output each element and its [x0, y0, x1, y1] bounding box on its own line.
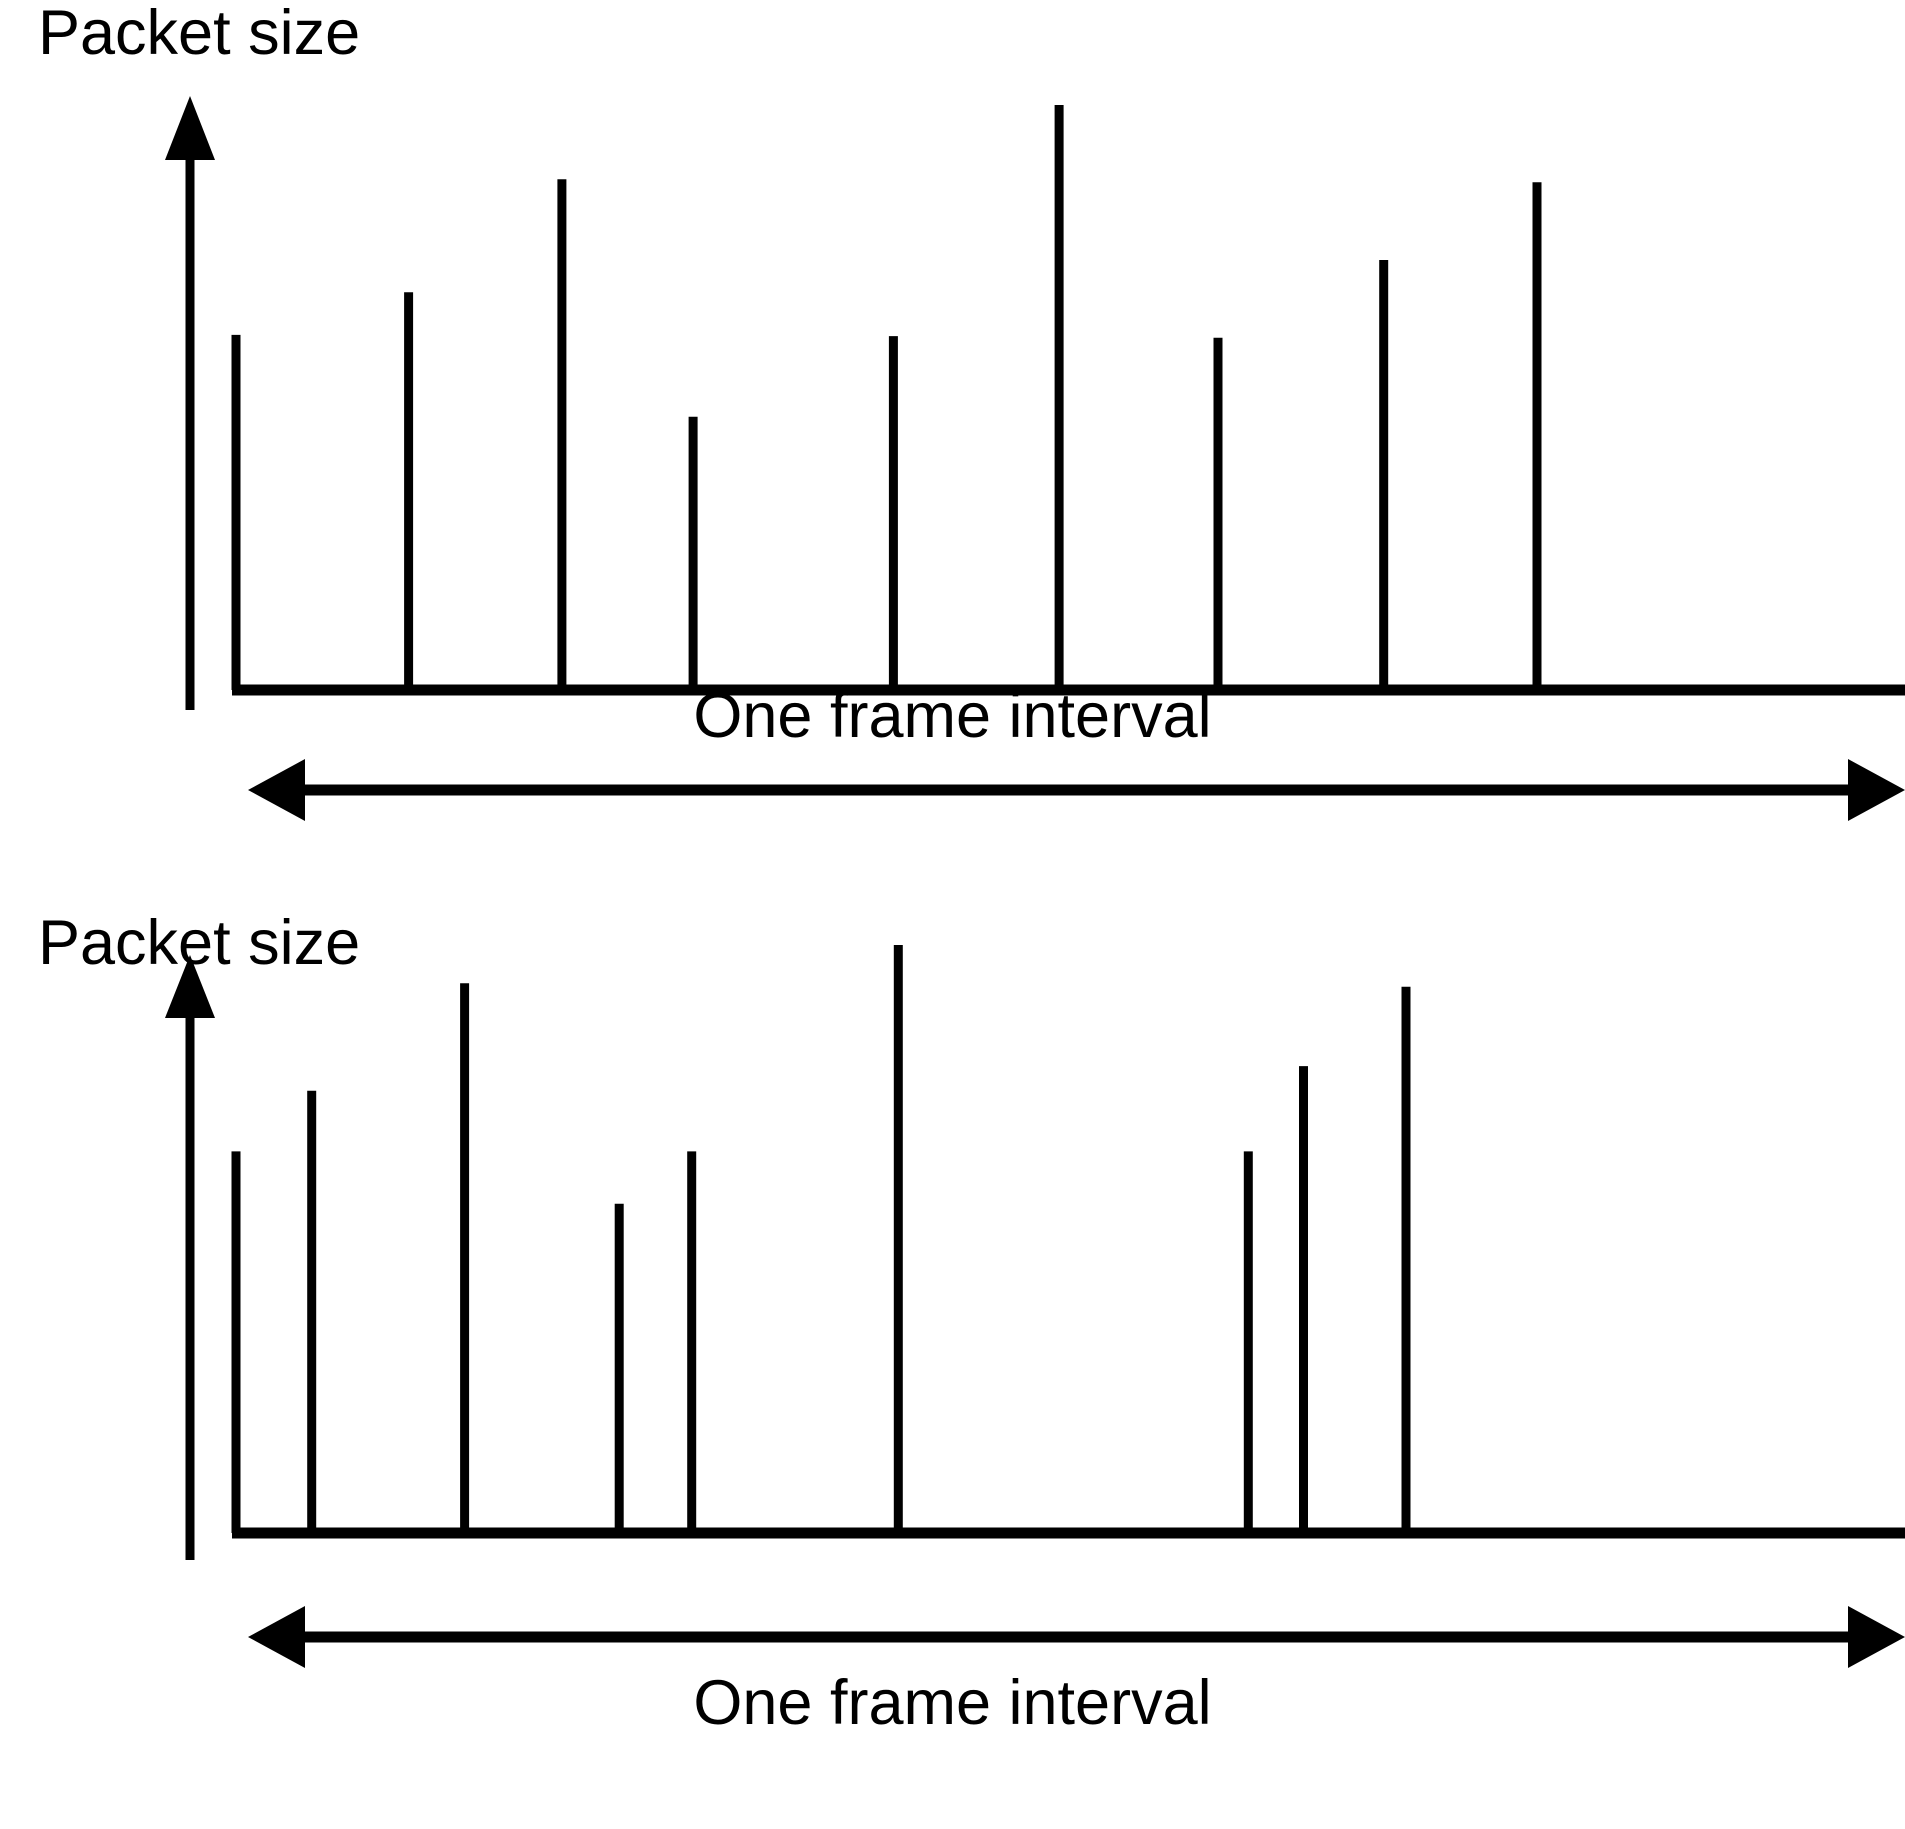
plot-area-1 — [165, 96, 1905, 821]
frame-interval-arrow-icon-2 — [248, 1606, 1905, 1668]
x-axis-label-1: One frame interval — [693, 681, 1212, 751]
chart-panel-2: Packet size — [0, 910, 1905, 1829]
x-axis-label-2: One frame interval — [693, 1668, 1212, 1738]
y-axis-label-2: Packet size — [38, 908, 361, 978]
y-axis-label-1: Packet size — [38, 0, 361, 68]
y-axis-arrow-icon-2 — [165, 955, 215, 1560]
packet-spikes-2 — [231, 945, 1411, 1533]
chart-panel-1: Packet size — [38, 0, 1905, 821]
plot-area-2 — [165, 945, 1905, 1668]
frame-interval-arrow-icon-1 — [248, 759, 1905, 821]
packet-spikes-1 — [231, 105, 1542, 690]
y-axis-arrow-icon-1 — [165, 96, 215, 710]
